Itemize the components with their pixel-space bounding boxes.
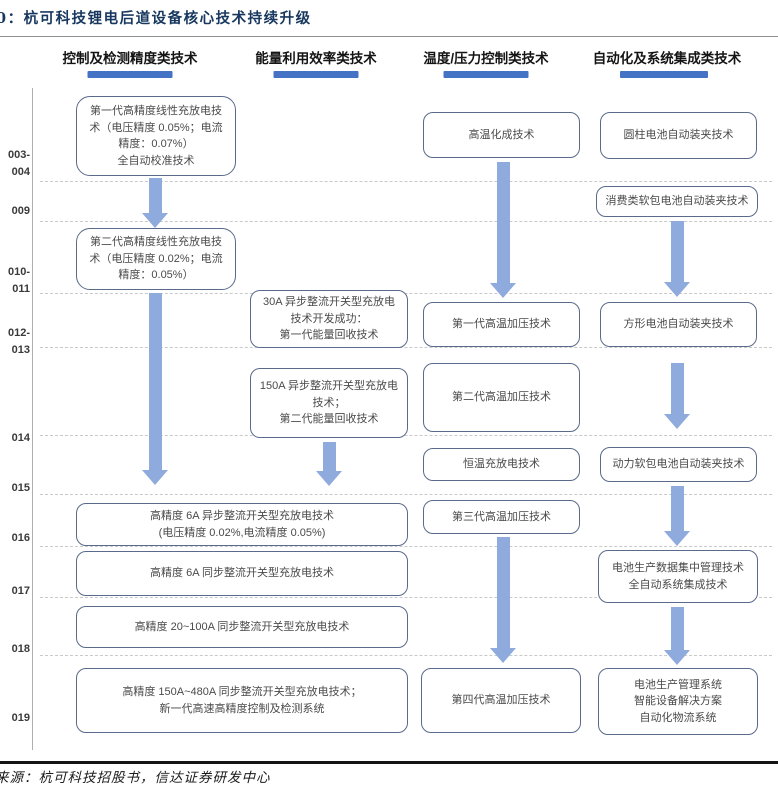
box-6a-async-rectifier: 高精度 6A 异步整流开关型充放电技术 (电压精度 0.02%,电流精度 0.0…: [76, 503, 408, 546]
flow-arrow-down: [142, 293, 168, 485]
box-battery-data-mgmt: 电池生产数据集中管理技术 全自动系统集成技术: [598, 550, 758, 603]
year-label-2003-2004: 003- 004: [7, 149, 30, 179]
flow-arrow-down: [142, 178, 168, 228]
year-label-2018: 018: [11, 643, 30, 655]
flow-arrow-down: [490, 162, 516, 298]
box-gen1-high-temp-pressure: 第一代高温加压技术: [423, 302, 580, 347]
year-label-2010-2011: 010- 011: [7, 266, 30, 296]
year-label-2012-2013: 012- 013: [7, 327, 30, 357]
box-prismatic-auto-clamp: 方形电池自动装夹技术: [600, 302, 757, 347]
box-cylindrical-auto-clamp: 圆柱电池自动装夹技术: [600, 112, 757, 159]
box-6a-sync-rectifier: 高精度 6A 同步整流开关型充放电技术: [76, 551, 408, 596]
box-gen4-high-temp-pressure: 第四代高温加压技术: [421, 668, 581, 733]
box-power-pouch-auto-clamp: 动力软包电池自动装夹技术: [600, 447, 757, 482]
flow-arrow-down: [664, 607, 690, 665]
year-label-2016: 016: [11, 532, 30, 544]
year-label-2014: 014: [11, 432, 30, 444]
column-header-energy-efficiency: 能量利用效率类技术: [255, 51, 377, 66]
column-header-automation-integration: 自动化及系统集成类技术: [592, 51, 742, 66]
box-30a-async-rectifier: 30A 异步整流开关型充放电 技术开发成功： 第一代能量回收技术: [250, 290, 408, 348]
box-consumer-pouch-auto-clamp: 消费类软包电池自动装夹技术: [596, 186, 758, 217]
flow-arrow-down: [490, 537, 516, 663]
header-underline-bar: [443, 71, 529, 78]
header-underline-bar: [87, 71, 173, 78]
box-gen2-high-temp-pressure: 第二代高温加压技术: [423, 363, 580, 432]
timeline-gridline: [40, 494, 772, 495]
box-constant-temp-charge: 恒温充放电技术: [423, 448, 580, 481]
header-underline-bar: [273, 71, 359, 78]
timeline-gridline: [40, 221, 772, 222]
year-label-2009: 009: [11, 205, 30, 217]
box-gen3-high-temp-pressure: 第三代高温加压技术: [423, 500, 580, 534]
column-header-temp-pressure: 温度/压力控制类技术: [423, 51, 549, 66]
timeline-gridline: [40, 597, 772, 598]
flow-arrow-down: [664, 486, 690, 546]
box-150a-async-rectifier: 150A 异步整流开关型充放电 技术； 第二代能量回收技术: [250, 368, 408, 438]
box-gen2-linear-charge: 第二代高精度线性充放电技 术（电压精度 0.02%；电流 精度：0.05%）: [76, 228, 236, 290]
flow-arrow-down: [664, 221, 690, 297]
box-20-100a-sync-rectifier: 高精度 20~100A 同步整流开关型充放电技术: [76, 606, 408, 648]
box-high-temp-formation: 高温化成技术: [423, 112, 580, 158]
timeline-gridline: [40, 181, 772, 182]
box-gen1-linear-charge: 第一代高精度线性充放电技 术（电压精度 0.05%；电流 精度：0.07%） 全…: [76, 96, 236, 176]
box-battery-mgmt-system: 电池生产管理系统 智能设备解决方案 自动化物流系统: [598, 668, 758, 735]
title-divider: [0, 36, 778, 37]
year-label-2019: 019: [11, 712, 30, 724]
timeline-gridline: [40, 435, 772, 436]
figure-title: 0：杭可科技锂电后道设备核心技术持续升级: [0, 10, 312, 27]
flow-arrow-down: [664, 363, 690, 429]
box-150-480a-sync-rectifier: 高精度 150A~480A 同步整流开关型充放电技术； 新一代高速高精度控制及检…: [76, 668, 408, 733]
timeline-gridline: [40, 546, 772, 547]
footer-divider: [0, 761, 778, 764]
timeline-gridline: [40, 655, 772, 656]
year-label-2015: 015: [11, 482, 30, 494]
year-label-2017: 017: [11, 585, 30, 597]
timeline-gridline: [40, 347, 772, 348]
column-header-control-precision: 控制及检测精度类技术: [62, 51, 198, 66]
source-note: 来源：杭可科技招股书，信达证券研发中心: [0, 770, 271, 786]
timeline-axis: [32, 88, 33, 750]
flow-arrow-down: [316, 442, 342, 486]
header-underline-bar: [620, 71, 708, 78]
